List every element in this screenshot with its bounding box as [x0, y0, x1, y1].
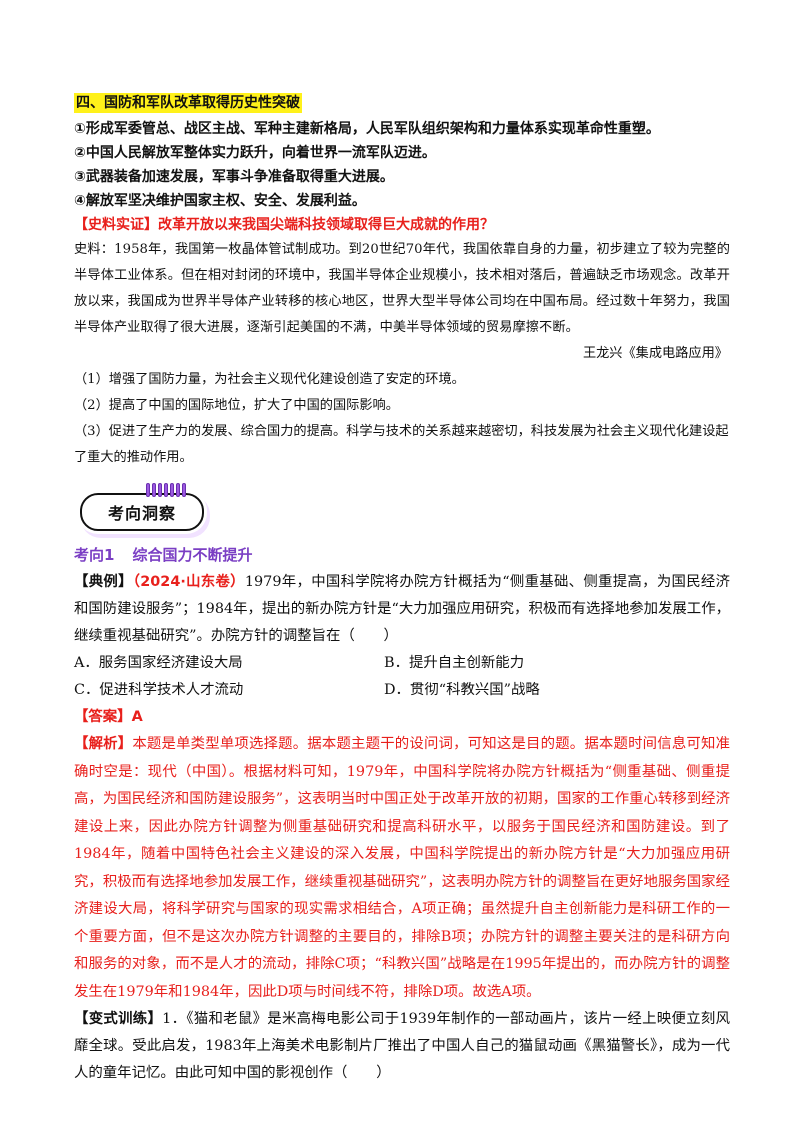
- section-item: ④解放军坚决维护国家主权、安全、发展利益。: [74, 193, 366, 209]
- insight-badge: 考向洞察: [74, 483, 730, 535]
- option-c: C．促进科学技术人才流动: [74, 682, 244, 698]
- example-source: （2024·山东卷）: [132, 574, 245, 590]
- variant-tag: 【变式训练】: [74, 1011, 163, 1027]
- example-question: 【典例】（2024·山东卷）1979年，中国科学院将办院方针概括为“侧重基础、侧…: [74, 569, 730, 650]
- section-item: ③武器装备加速发展，军事斗争准备取得重大进展。: [74, 169, 394, 185]
- source-check-question: 【史料实证】改革开放以来我国尖端科技领域取得巨大成就的作用？: [74, 217, 494, 233]
- section-item: ①形成军委管总、战区主战、军种主建新格局，人民军队组织架构和力量体系实现革命性重…: [74, 121, 660, 137]
- option-a: A．服务国家经济建设大局: [74, 655, 243, 671]
- analysis-text: 本题是单类型单项选择题。据本题主题干的设问词，可知这是目的题。据本题时间信息可知…: [74, 736, 730, 1000]
- variant-text: 1．《猫和老鼠》是米高梅电影公司于1939年制作的一部动画片，该片一经上映便立刻…: [74, 1011, 730, 1081]
- badge-label: 考向洞察: [107, 504, 176, 523]
- analysis-tag: 【解析】: [74, 736, 133, 752]
- source-citation: 王龙兴《集成电路应用》: [582, 346, 728, 361]
- example-tag: 【典例】: [74, 574, 133, 590]
- variant-question: 【变式训练】1．《猫和老鼠》是米高梅电影公司于1939年制作的一部动画片，该片一…: [74, 1006, 730, 1087]
- section-item: ②中国人民解放军整体实力跃升，向着世界一流军队迈进。: [74, 145, 436, 161]
- option-d: D．贯彻“科教兴国”战略: [384, 682, 540, 698]
- options-grid: A．服务国家经济建设大局 B．提升自主创新能力 C．促进科学技术人才流动 D．贯…: [74, 650, 730, 704]
- document-page: 四、国防和军队改革取得历史性突破 ①形成军委管总、战区主战、军种主建新格局，人民…: [74, 92, 730, 1087]
- answer-item: （3）促进了生产力的发展、综合国力的提高。科学与技术的关系越来越密切，科技发展为…: [74, 424, 729, 465]
- analysis-paragraph: 【解析】本题是单类型单项选择题。据本题主题干的设问词，可知这是目的题。据本题时间…: [74, 731, 730, 1006]
- option-b: B．提升自主创新能力: [384, 655, 525, 671]
- topic-number: 考向1: [74, 546, 115, 564]
- binder-rings-icon: [146, 483, 186, 497]
- answer-item: （1）增强了国防力量，为社会主义现代化建设创造了安定的环境。: [74, 372, 465, 387]
- answer-list: （1）增强了国防力量，为社会主义现代化建设创造了安定的环境。 （2）提高了中国的…: [74, 367, 730, 471]
- answer-item: （2）提高了中国的国际地位，扩大了中国的国际影响。: [74, 398, 399, 413]
- topic-heading: 考向1 综合国力不断提升: [74, 541, 730, 569]
- topic-title: 综合国力不断提升: [132, 546, 253, 564]
- answer-label: 【答案】A: [74, 709, 143, 725]
- example-stem: 1979年，中国科学院将办院方针概括为“侧重基础、侧重提高，为国民经济和国防建设…: [74, 574, 730, 644]
- section-heading: 四、国防和军队改革取得历史性突破: [74, 93, 302, 113]
- source-material: 史料：1958年，我国第一枚晶体管试制成功。到20世纪70年代，我国依靠自身的力…: [74, 242, 730, 335]
- badge-frame: 考向洞察: [80, 493, 204, 531]
